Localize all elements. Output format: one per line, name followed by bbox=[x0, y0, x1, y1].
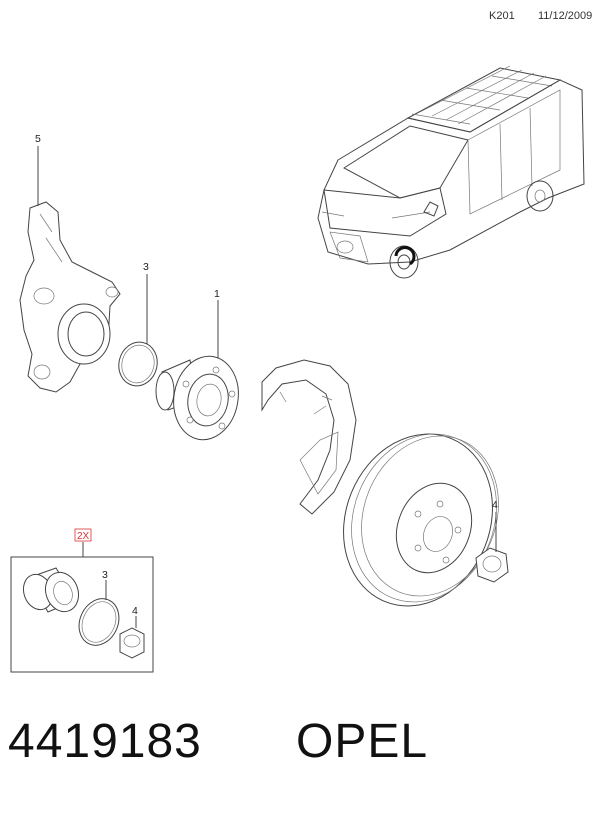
part-number: 4419183 bbox=[8, 715, 202, 768]
callout-nut-kit: 4 bbox=[132, 605, 138, 617]
quantity-badge bbox=[74, 528, 92, 542]
steering-knuckle bbox=[19, 201, 121, 393]
leader-lines bbox=[37, 146, 497, 628]
circlip-main bbox=[118, 341, 158, 387]
wheel-bearing bbox=[22, 567, 80, 613]
callout-hub: 1 bbox=[214, 288, 220, 300]
bearing-kit-box bbox=[10, 556, 154, 673]
brand-name: OPEL bbox=[296, 715, 429, 768]
wheel-nut-kit bbox=[119, 627, 145, 659]
wheel-nut-main bbox=[475, 547, 509, 583]
wheel-hub bbox=[155, 355, 239, 441]
quantity-label: 2X bbox=[77, 531, 90, 542]
callout-circlip-main: 3 bbox=[143, 261, 149, 273]
diagram-date: 11/12/2009 bbox=[538, 10, 593, 22]
callout-knuckle: 5 bbox=[35, 133, 41, 145]
brake-disc bbox=[343, 433, 499, 607]
callout-circlip-kit: 3 bbox=[102, 569, 108, 581]
diagram-code: K201 bbox=[489, 10, 515, 22]
van-illustration bbox=[317, 65, 585, 279]
circlip-kit bbox=[78, 598, 120, 646]
callout-nut-main: 4 bbox=[492, 499, 498, 511]
brake-dust-shield bbox=[261, 359, 357, 515]
